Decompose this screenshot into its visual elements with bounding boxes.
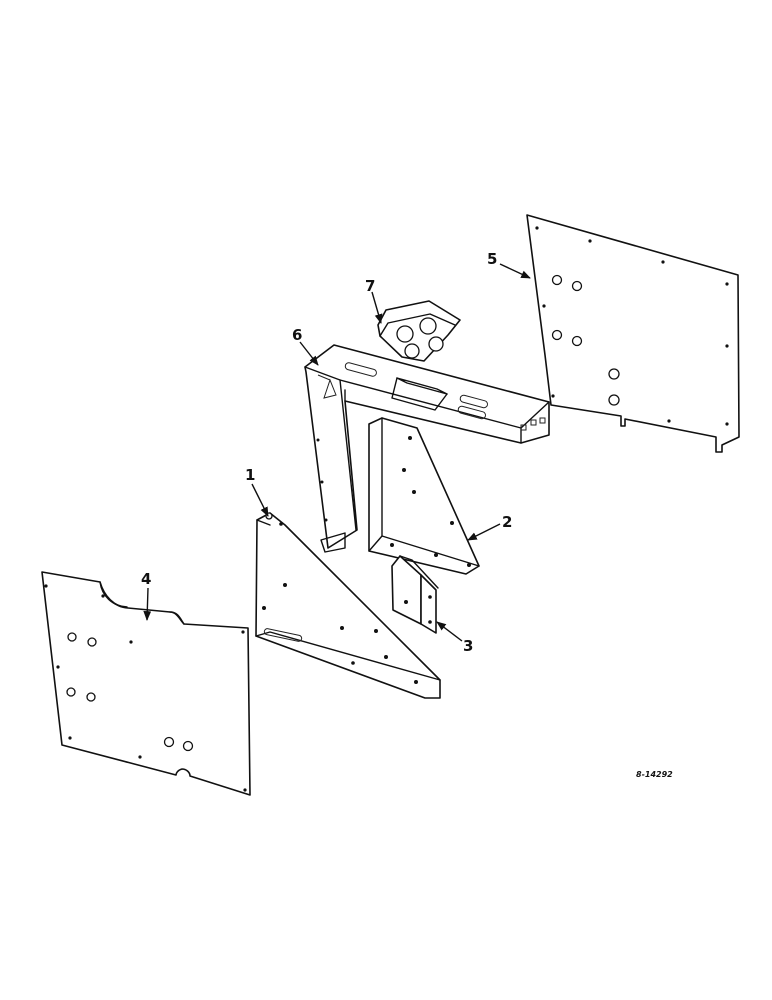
leader-part-1 — [251, 483, 269, 517]
mounting-plate-part-7 — [377, 300, 461, 362]
callout-2: 2 — [502, 513, 512, 531]
drawing-number: 8-14292 — [636, 770, 673, 779]
leader-lines — [143, 263, 531, 642]
callout-5: 5 — [487, 250, 497, 268]
leader-part-7 — [371, 291, 383, 324]
small-bracket-part-3 — [391, 555, 439, 634]
callout-7: 7 — [365, 277, 375, 295]
callout-1: 1 — [245, 466, 255, 484]
callout-labels: 1 2 3 4 5 6 7 — [141, 250, 512, 655]
leader-part-6 — [299, 341, 319, 366]
callout-4: 4 — [141, 570, 151, 588]
leader-part-2 — [467, 523, 501, 541]
leader-part-5 — [499, 263, 531, 279]
callout-3: 3 — [463, 637, 473, 655]
left-gusset-part-1 — [255, 512, 441, 699]
right-gusset-part-2 — [368, 417, 480, 575]
leader-part-3 — [436, 621, 463, 642]
callout-6: 6 — [292, 326, 302, 344]
leader-part-4 — [143, 587, 152, 621]
support-frame-part-6 — [304, 344, 550, 553]
panel-right-part-5 — [526, 214, 740, 453]
panel-left-part-4 — [41, 571, 251, 796]
